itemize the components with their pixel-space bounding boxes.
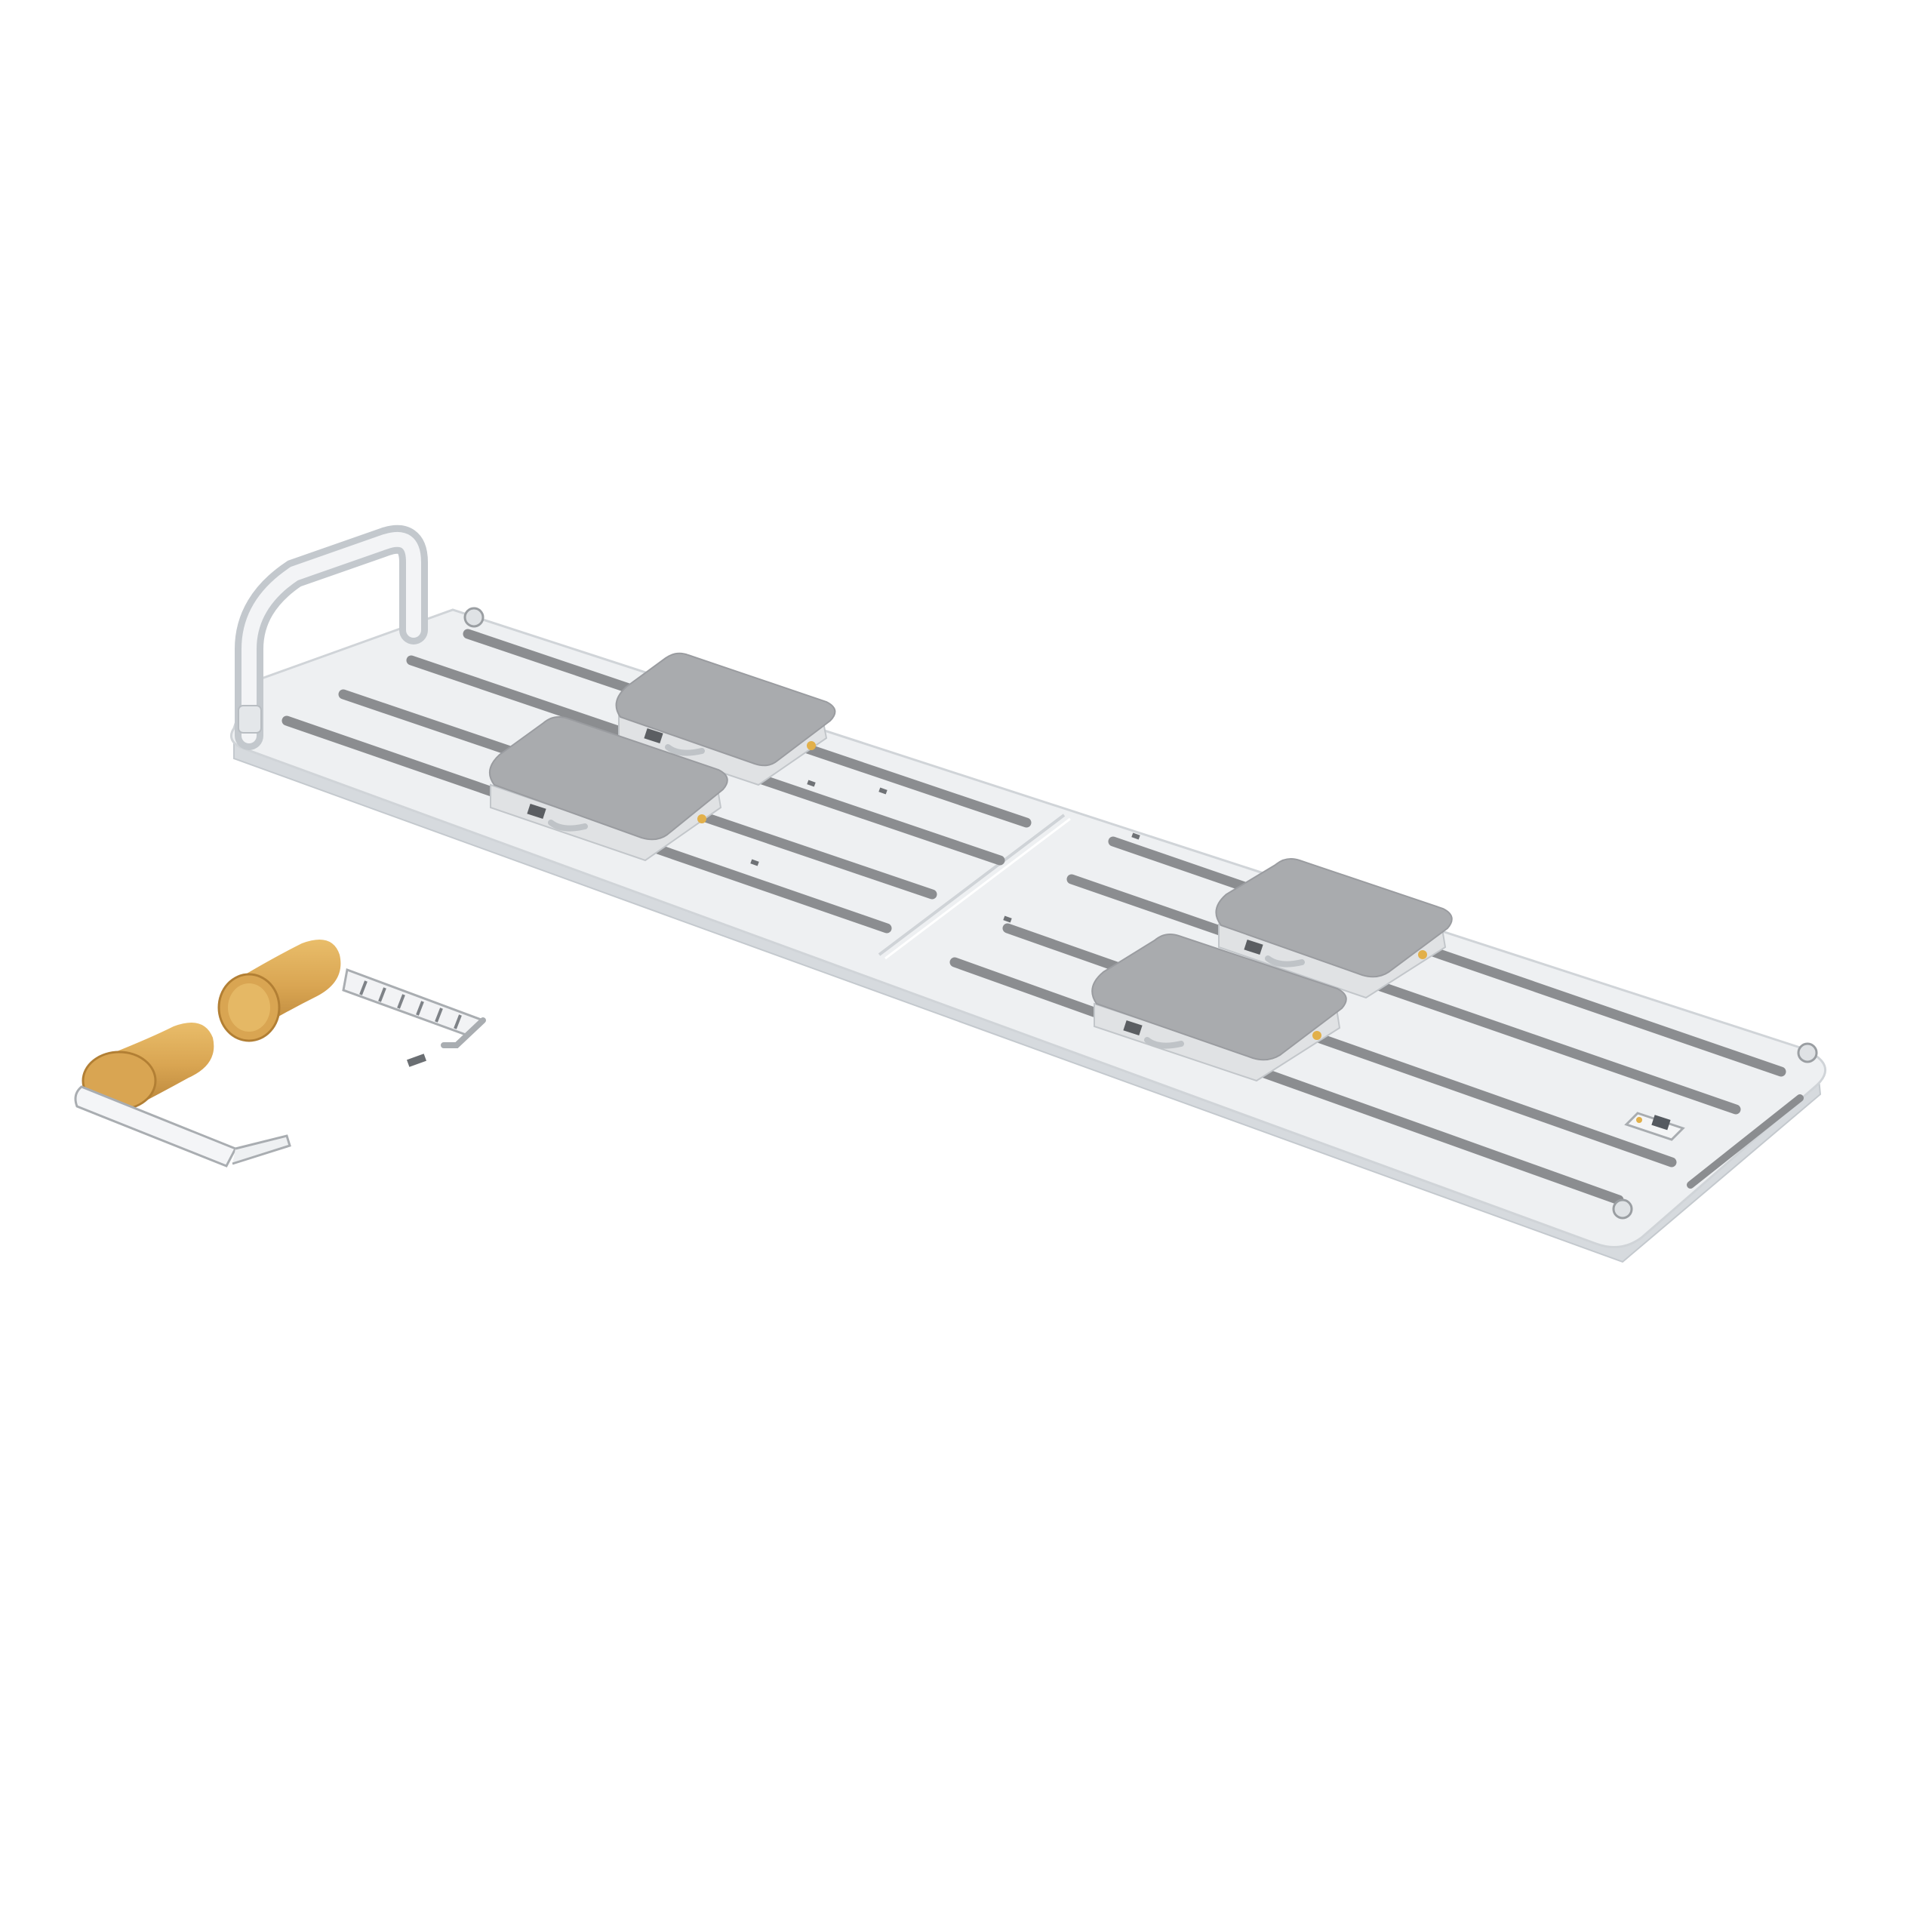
roller-bracket-back xyxy=(342,968,486,1067)
foot-pad xyxy=(615,652,836,786)
foot-pad-accent xyxy=(807,741,816,750)
display-screen xyxy=(1651,1115,1671,1131)
foot-pad-lever xyxy=(1265,955,1305,968)
bolt xyxy=(1797,1042,1818,1063)
foot-pad-clip xyxy=(1123,1020,1143,1036)
display-unit xyxy=(1624,1112,1685,1141)
rail-end xyxy=(1687,1094,1804,1189)
rail xyxy=(1066,874,1741,1115)
roller-bracket-front xyxy=(74,1085,291,1168)
foot-pad xyxy=(1215,858,1453,999)
foot-pad-accent xyxy=(1312,1031,1321,1040)
foot-pad-clip xyxy=(644,728,663,744)
bolt xyxy=(463,607,485,628)
foot-pad-top xyxy=(1215,858,1453,978)
handle-mount xyxy=(238,705,262,734)
foot-pad xyxy=(1091,934,1347,1082)
foot-pad-top xyxy=(615,652,836,767)
bolts xyxy=(463,607,1818,1220)
bolt xyxy=(1612,1198,1633,1220)
foot-pad-top xyxy=(1091,934,1347,1061)
platform xyxy=(229,607,1827,1263)
foot-pad-clip xyxy=(1244,939,1263,955)
slot-marks xyxy=(750,780,1140,923)
foot-pad-lever xyxy=(1144,1037,1184,1049)
rail xyxy=(1108,836,1786,1077)
foot-pad-lever xyxy=(548,820,588,832)
platform-seam xyxy=(878,814,1066,956)
roller-attachment xyxy=(74,940,486,1168)
foot-pad-accent xyxy=(1418,950,1427,959)
foot-pad-top xyxy=(488,716,728,841)
platform-top xyxy=(229,608,1827,1248)
foot-pad-clip xyxy=(527,803,546,820)
foot-pad xyxy=(488,716,728,862)
foot-pad-accent xyxy=(697,814,706,823)
roller-back xyxy=(217,940,341,1042)
rail xyxy=(949,957,1624,1205)
display-indicator xyxy=(1636,1117,1642,1123)
handle xyxy=(235,525,428,750)
foot-pad-lever xyxy=(665,744,705,756)
